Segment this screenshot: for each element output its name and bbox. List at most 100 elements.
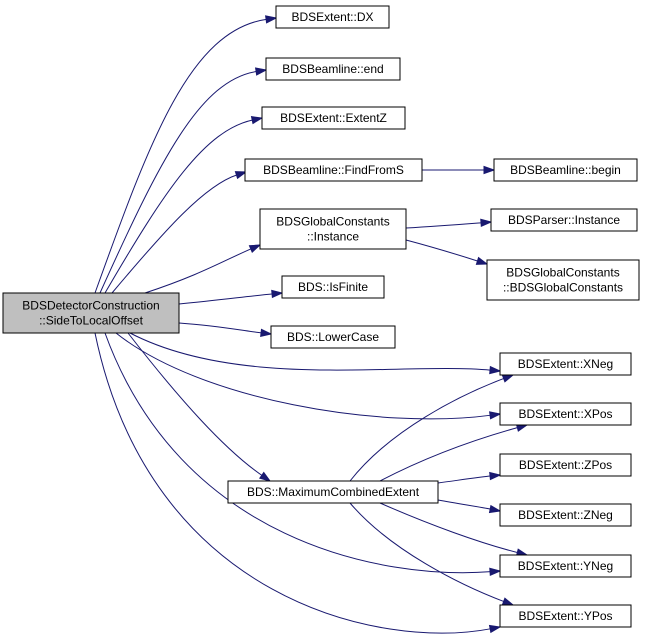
edge-line <box>144 248 252 294</box>
edge-maxext-to-ypos <box>349 502 515 606</box>
node-label: BDSBeamline::FindFromS <box>263 163 404 177</box>
edge-line <box>437 499 492 510</box>
arrow-head-icon <box>480 218 493 227</box>
node-yneg[interactable]: BDSExtent::YNeg <box>499 554 632 578</box>
edge-line <box>437 475 492 484</box>
node-label: BDSExtent::YNeg <box>518 559 613 573</box>
edge-line <box>115 332 492 420</box>
node-box <box>275 5 390 29</box>
edge-line <box>379 502 519 554</box>
node-label: BDSExtent::ZPos <box>519 458 612 472</box>
edge-gc_instance-to-gc_ctor <box>405 239 489 265</box>
node-label: BDSGlobalConstants <box>506 266 619 280</box>
edge-line <box>405 222 483 229</box>
edge-line <box>127 332 263 477</box>
node-box <box>490 208 638 232</box>
node-box <box>499 352 632 376</box>
node-box <box>281 275 385 299</box>
node-root[interactable]: BDSDetectorConstruction::SideToLocalOffs… <box>2 292 180 334</box>
node-isfinite[interactable]: BDS::IsFinite <box>281 275 385 299</box>
edge-root-to-gc_instance <box>144 244 262 294</box>
node-gc-instance[interactable]: BDSGlobalConstants::Instance <box>259 208 407 250</box>
edge-line <box>94 18 268 294</box>
edge-root-to-lowercase <box>178 322 273 337</box>
arrow-head-icon <box>234 171 248 180</box>
edge-root-to-dx <box>94 15 278 294</box>
arrow-head-icon <box>248 244 262 254</box>
edge-line <box>178 322 263 334</box>
arrow-head-icon <box>260 328 273 337</box>
node-label: BDSBeamline::end <box>282 62 383 76</box>
edge-root-to-xpos <box>115 332 502 420</box>
edge-root-to-extentz <box>104 116 264 294</box>
edge-line <box>129 332 492 371</box>
arrow-head-icon <box>489 411 502 420</box>
node-box <box>2 292 180 334</box>
node-label: BDSParser::Instance <box>508 213 620 227</box>
node-dx[interactable]: BDSExtent::DX <box>275 5 390 29</box>
node-lowercase[interactable]: BDS::LowerCase <box>270 325 396 349</box>
node-label: BDS::IsFinite <box>298 280 368 294</box>
node-box <box>270 325 396 349</box>
node-label: BDSExtent::ExtentZ <box>280 111 387 125</box>
edge-gc_instance-to-parser_instance <box>405 218 493 229</box>
node-box <box>259 208 407 250</box>
node-box <box>227 480 439 504</box>
arrow-head-icon <box>250 116 264 125</box>
node-label: BDSDetectorConstruction <box>22 299 159 313</box>
node-label: BDSBeamline::begin <box>510 163 621 177</box>
node-begin[interactable]: BDSBeamline::begin <box>493 158 638 182</box>
arrow-head-icon <box>265 15 278 24</box>
node-parser-instance[interactable]: BDSParser::Instance <box>490 208 638 232</box>
node-label: BDSExtent::YPos <box>518 609 612 623</box>
edge-root-to-isfinite <box>178 289 284 305</box>
arrow-head-icon <box>501 597 515 606</box>
arrow-head-icon <box>488 624 502 634</box>
node-box <box>244 158 423 182</box>
edge-maxext-to-xneg <box>349 374 515 482</box>
edge-line <box>379 426 519 482</box>
node-box <box>499 402 632 426</box>
node-label: BDSExtent::DX <box>291 10 373 24</box>
node-box <box>499 604 632 628</box>
arrow-head-icon <box>258 471 272 482</box>
node-maxext[interactable]: BDS::MaximumCombinedExtent <box>227 480 439 504</box>
node-box <box>499 554 632 578</box>
edge-root-to-xneg <box>129 332 502 375</box>
node-box <box>261 106 406 130</box>
node-zneg[interactable]: BDSExtent::ZNeg <box>499 503 632 527</box>
node-label: ::SideToLocalOffset <box>39 314 144 328</box>
node-findfroms[interactable]: BDSBeamline::FindFromS <box>244 158 423 182</box>
edge-line <box>405 239 479 262</box>
edge-maxext-to-zneg <box>437 499 502 514</box>
node-extentz[interactable]: BDSExtent::ExtentZ <box>261 106 406 130</box>
node-box <box>499 453 632 477</box>
node-zpos[interactable]: BDSExtent::ZPos <box>499 453 632 477</box>
node-xpos[interactable]: BDSExtent::XPos <box>499 402 632 426</box>
edge-line <box>94 332 492 634</box>
edge-root-to-ypos <box>94 332 502 634</box>
edge-root-to-end <box>99 67 268 294</box>
node-box <box>499 503 632 527</box>
edge-line <box>111 174 238 294</box>
edge-line <box>349 377 505 482</box>
node-label: BDSGlobalConstants <box>276 215 389 229</box>
edge-line <box>178 293 274 305</box>
node-box <box>486 259 640 301</box>
node-box <box>493 158 638 182</box>
arrow-head-icon <box>254 67 268 76</box>
node-label: BDSExtent::XPos <box>518 407 612 421</box>
arrow-head-icon <box>488 504 502 514</box>
node-ypos[interactable]: BDSExtent::YPos <box>499 604 632 628</box>
edge-line <box>99 70 258 294</box>
nodes-layer: BDSDetectorConstruction::SideToLocalOffs… <box>2 5 640 628</box>
node-end[interactable]: BDSBeamline::end <box>265 57 401 81</box>
edge-root-to-findfroms <box>111 171 248 294</box>
arrow-head-icon <box>489 365 502 375</box>
node-gc-ctor[interactable]: BDSGlobalConstants::BDSGlobalConstants <box>486 259 640 301</box>
node-label: ::BDSGlobalConstants <box>503 281 623 295</box>
node-xneg[interactable]: BDSExtent::XNeg <box>499 352 632 376</box>
arrow-head-icon <box>483 165 496 175</box>
node-label: BDSExtent::XNeg <box>518 357 613 371</box>
